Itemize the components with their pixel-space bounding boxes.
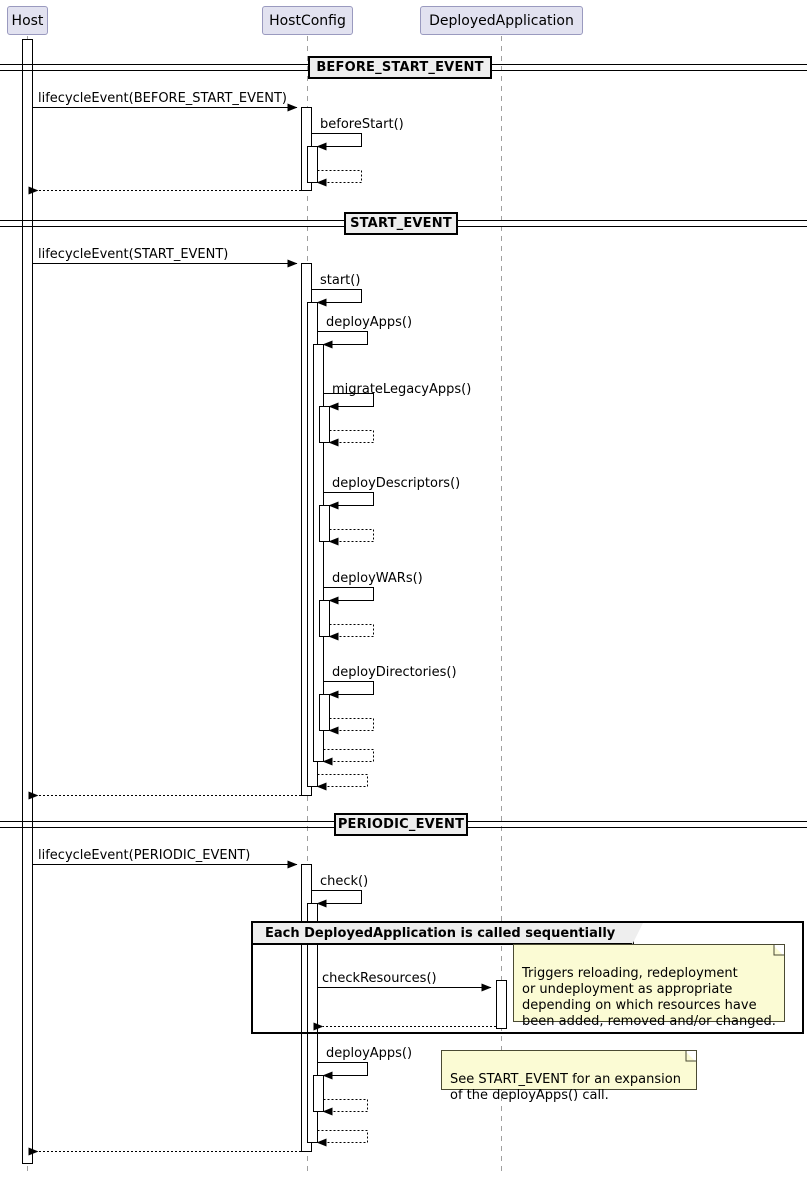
message-m20: [311, 890, 362, 908]
activation-hostconfig-7: [319, 505, 330, 542]
message-label-m7: deployApps(): [326, 315, 413, 330]
message-m13: [328, 624, 374, 641]
message-m17: [316, 774, 368, 791]
participant-hostconfig[interactable]: HostConfig: [262, 6, 353, 35]
message-m3: [316, 170, 362, 187]
participant-host[interactable]: Host: [7, 6, 48, 35]
divider-periodic-event-label: PERIODIC_EVENT: [337, 817, 465, 832]
message-m8: [323, 393, 374, 411]
message-label-m23: deployApps(): [326, 1046, 413, 1061]
message-label-m6: start(): [320, 273, 361, 288]
message-m6: [311, 289, 362, 307]
message-label-m21: checkResources(): [322, 971, 437, 986]
message-m15: [328, 718, 374, 735]
note-fold-icon: [773, 945, 784, 956]
message-label-m12: deployWARs(): [332, 571, 423, 586]
message-m16: [322, 749, 374, 766]
divider-before-start-event: BEFORE_START_EVENT: [308, 56, 492, 79]
message-m12: [323, 587, 374, 605]
message-label-m2: beforeStart(): [320, 117, 404, 132]
divider-start-event-label: START_EVENT: [350, 216, 452, 231]
message-m7: [317, 331, 368, 349]
message-m9: [328, 430, 374, 447]
participant-hostconfig-label: HostConfig: [269, 12, 346, 29]
note-deployapps: See START_EVENT for an expansion of the …: [441, 1050, 697, 1103]
activation-deployedapplication-1: [496, 980, 507, 1029]
activation-hostconfig-6: [319, 406, 330, 443]
divider-start-event: START_EVENT: [344, 212, 458, 235]
message-m25: [316, 1130, 368, 1147]
group-frame-label-tab: Each DeployedApplication is called seque…: [253, 923, 643, 945]
participant-host-label: Host: [11, 12, 44, 29]
message-m23: [317, 1062, 368, 1080]
message-m24: [322, 1099, 368, 1116]
activation-hostconfig-2: [307, 146, 318, 183]
divider-rules: [0, 64, 807, 828]
message-m14: [323, 681, 374, 699]
message-label-m19: lifecycleEvent(PERIODIC_EVENT): [38, 848, 251, 863]
message-label-m5: lifecycleEvent(START_EVENT): [38, 247, 229, 262]
message-m10: [323, 492, 374, 510]
participant-deployedapplication[interactable]: DeployedApplication: [420, 6, 583, 35]
message-label-m10: deployDescriptors(): [332, 476, 461, 491]
message-label-m20: check(): [320, 874, 369, 889]
activation-hostconfig-9: [319, 694, 330, 731]
divider-before-start-event-label: BEFORE_START_EVENT: [316, 60, 484, 75]
message-label-m8: migrateLegacyApps(): [332, 382, 472, 397]
message-m11: [328, 529, 374, 546]
message-label-m14: deployDirectories(): [332, 665, 457, 680]
note-checkresources-text: Triggers reloading, redeployment or unde…: [522, 966, 776, 1029]
participant-deployedapplication-label: DeployedApplication: [429, 12, 574, 29]
activation-host: [22, 39, 33, 1164]
activation-hostconfig-12: [313, 1075, 324, 1112]
note-checkresources: Triggers reloading, redeployment or unde…: [513, 944, 785, 1029]
divider-periodic-event: PERIODIC_EVENT: [334, 813, 468, 836]
group-frame-label: Each DeployedApplication is called seque…: [265, 925, 616, 941]
message-m2: [311, 133, 362, 151]
note-deployapps-text: See START_EVENT for an expansion of the …: [450, 1072, 681, 1103]
activation-hostconfig-5: [313, 344, 324, 762]
note-fold-icon-2: [685, 1051, 696, 1062]
activation-hostconfig-8: [319, 600, 330, 637]
group-frame-each-deployedapplication: [251, 921, 804, 1034]
message-label-m1: lifecycleEvent(BEFORE_START_EVENT): [38, 91, 287, 106]
